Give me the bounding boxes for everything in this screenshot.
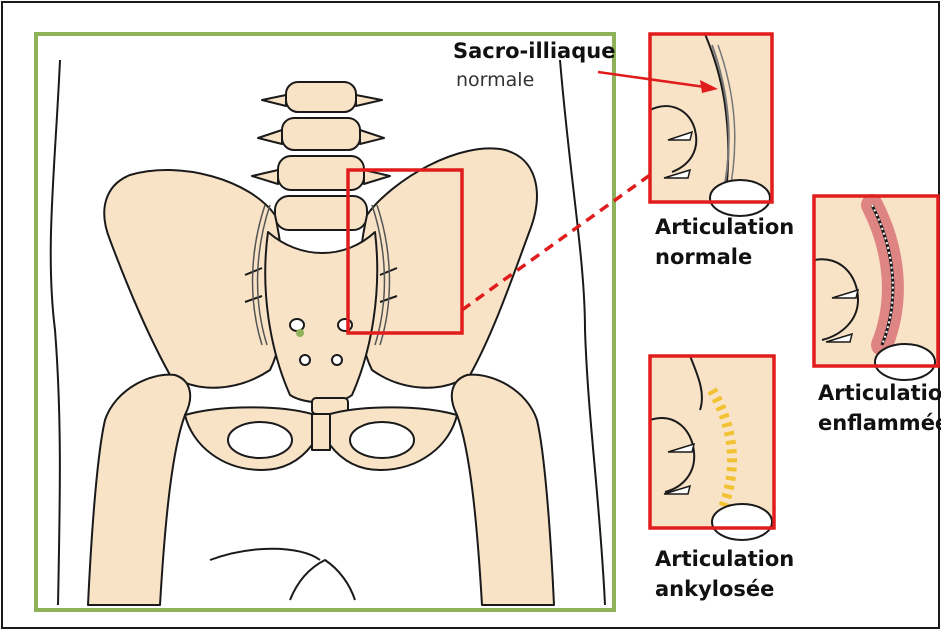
ankylosed-joint-label-line1: Articulation <box>655 546 794 573</box>
sacro-illiaque-sublabel: normale <box>456 68 534 92</box>
sacral-foramen-3 <box>300 355 310 365</box>
panel-ankylosed-hole <box>712 504 772 540</box>
obturator-right <box>350 422 414 458</box>
ankylosed-joint-label-line2: ankylosée <box>655 576 774 603</box>
obturator-left <box>228 422 292 458</box>
normal-joint-label-line1: Articulation <box>655 214 794 241</box>
vertebra-3 <box>278 156 364 190</box>
vertebra-2 <box>282 118 360 150</box>
pubic-symphysis <box>312 414 330 450</box>
green-dot-marker <box>296 329 304 337</box>
vertebra-4 <box>275 196 367 230</box>
panel-inflamed <box>814 196 938 380</box>
sacral-foramen-4 <box>332 355 342 365</box>
vertebra-1 <box>286 82 356 112</box>
sacral-foramen-2 <box>338 319 352 331</box>
normal-joint-label-line2: normale <box>655 244 752 271</box>
panel-normal-hole <box>710 180 770 216</box>
sacral-foramen-1 <box>290 319 304 331</box>
panel-normal <box>650 34 772 216</box>
inflamed-joint-label-line1: Articulation <box>818 380 941 407</box>
panel-inflamed-hole <box>875 344 935 380</box>
panel-ankylosed <box>650 356 774 540</box>
sacro-illiaque-label: Sacro-illiaque <box>453 38 615 65</box>
panel-ankylosed-bg <box>650 356 774 528</box>
inflamed-joint-label-line2: enflammée <box>818 410 941 437</box>
